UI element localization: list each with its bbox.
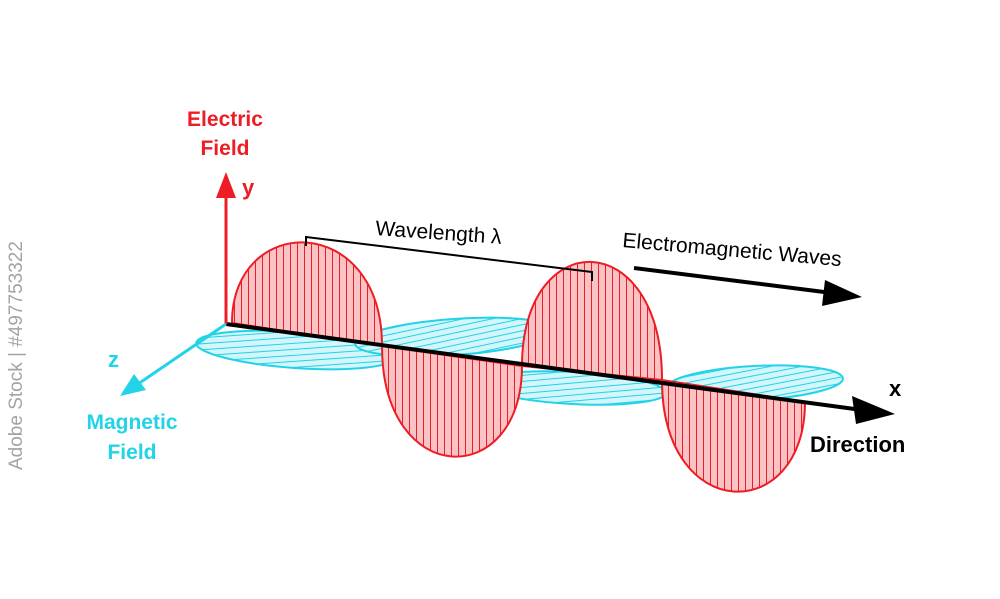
electric-lobe-3 (520, 261, 664, 382)
magnetic-field-label-line1: Magnetic (86, 411, 177, 434)
electric-lobe-1 (230, 241, 384, 348)
z-axis-label: z (108, 347, 119, 372)
magnetic-field-label-line2: Field (107, 441, 156, 464)
direction-label: Direction (810, 432, 905, 457)
electric-field-wave (230, 241, 807, 493)
electric-field-label-line2: Field (200, 137, 249, 160)
electric-lobe-2 (380, 344, 524, 458)
x-axis-arrow (225, 322, 895, 424)
watermark: Adobe Stock | #497753322 (6, 241, 27, 470)
wavelength-bracket (305, 235, 593, 281)
em-waves-arrow (633, 266, 862, 306)
electric-field-label-line1: Electric (187, 108, 263, 131)
z-axis-arrow (120, 322, 227, 396)
y-axis-arrow (216, 172, 236, 324)
electric-lobe-4 (660, 378, 807, 493)
watermark-stock-id: Adobe Stock | #497753322 (6, 241, 27, 470)
wavelength-label: Wavelength λ (375, 217, 503, 249)
x-axis-label: x (889, 376, 902, 401)
y-axis-label: y (242, 175, 255, 200)
em-waves-label: Electromagnetic Waves (622, 229, 843, 271)
